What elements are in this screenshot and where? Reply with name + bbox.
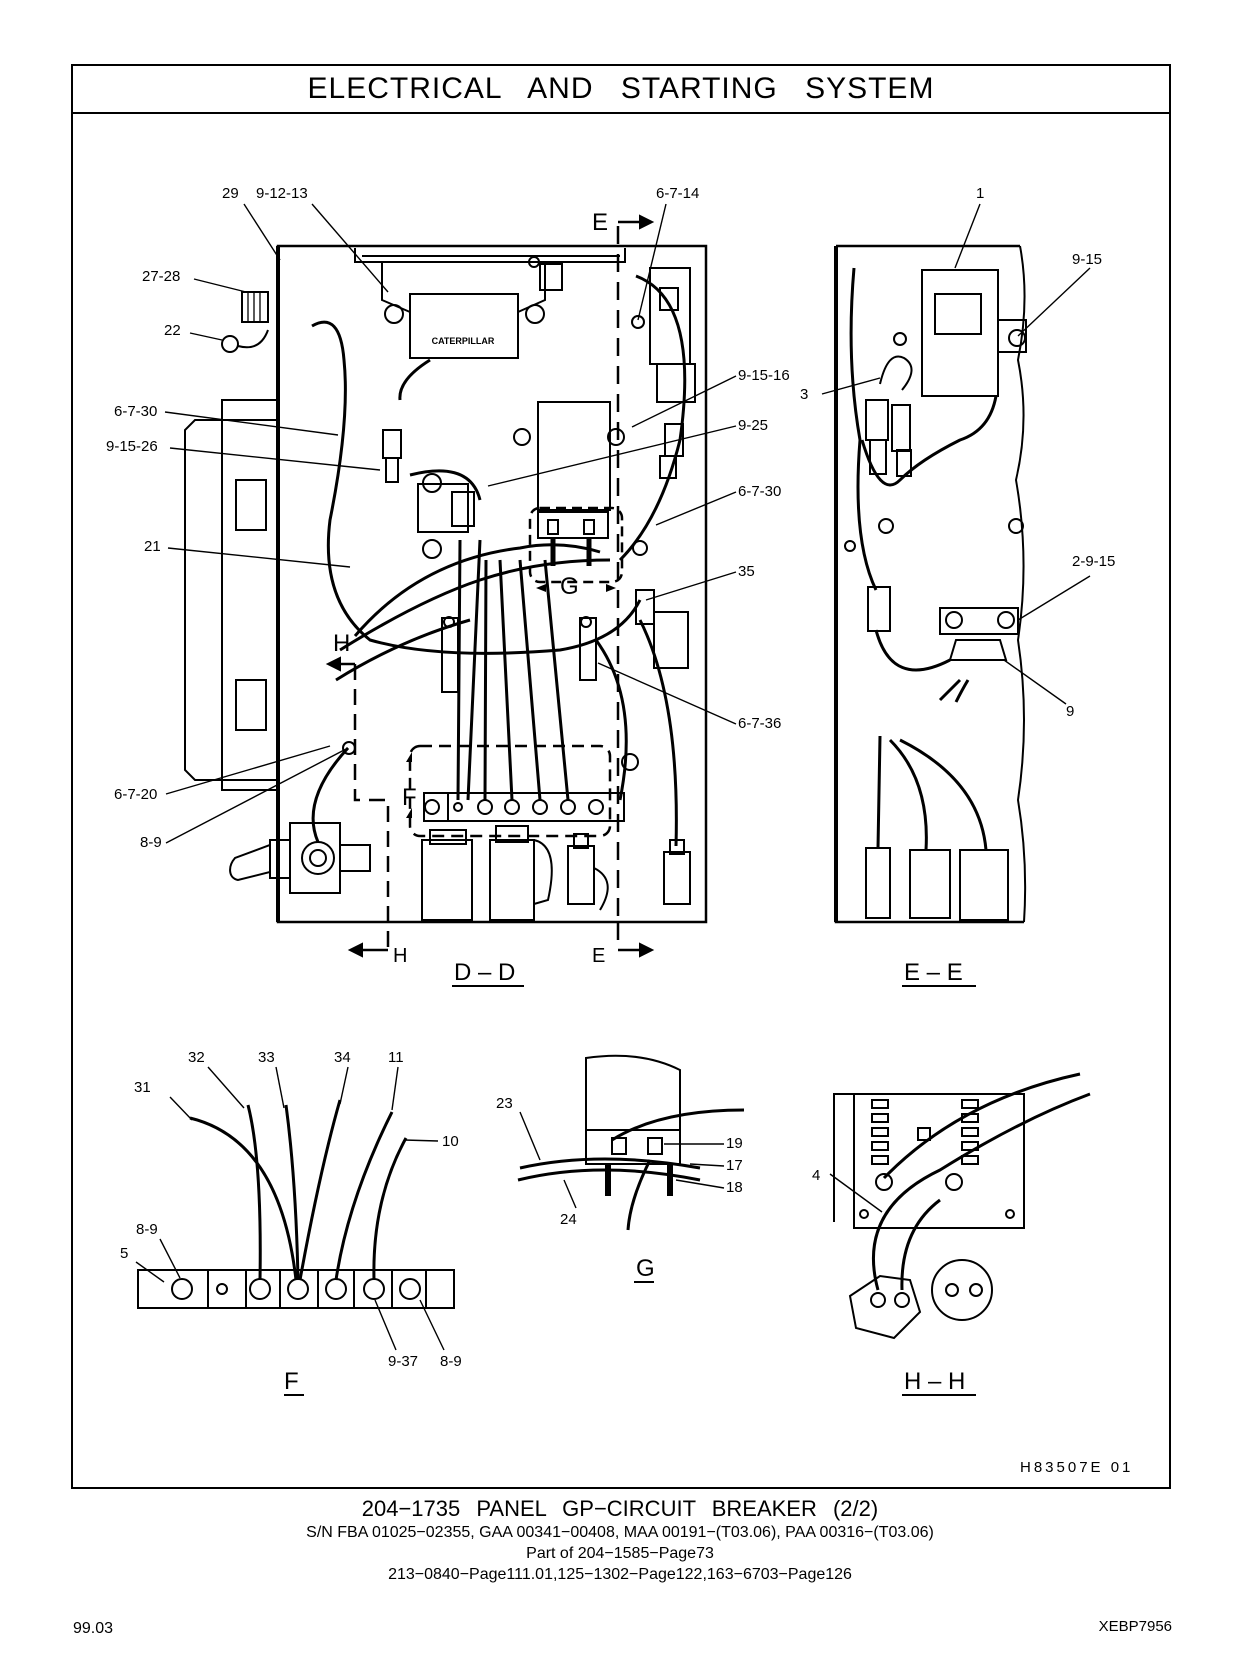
callout: 11 (388, 1049, 404, 1066)
caterpillar-logo: CATERPILLAR (432, 336, 495, 346)
detail-label-g: G (560, 573, 579, 600)
callout: 6-7-20 (114, 786, 157, 803)
callout: 2-9-15 (1072, 553, 1115, 570)
callout: 31 (134, 1079, 151, 1096)
caption-serials: S/N FBA 01025−02355, GAA 00341−00408, MA… (306, 1524, 934, 1541)
callout: 6-7-36 (738, 715, 781, 732)
callout: 21 (144, 538, 161, 555)
callout: 9-37 (388, 1353, 418, 1370)
callout: 9-15-16 (738, 367, 790, 384)
section-label-e-top: E (592, 209, 608, 236)
footer-date: 99.03 (73, 1620, 114, 1637)
view-label-g: G (636, 1255, 655, 1282)
detail-box-f (408, 744, 612, 838)
callout: 9-15 (1072, 251, 1102, 268)
callout: 9-15-26 (106, 438, 158, 455)
detail-label-f: F (402, 784, 417, 811)
callout: 18 (726, 1179, 743, 1196)
callout: 24 (560, 1211, 577, 1228)
caption-main: 204−1735 PANEL GP−CIRCUIT BREAKER (2/2) (361, 1496, 879, 1521)
view-g-relay-detail (517, 1054, 745, 1231)
callout: 9 (1066, 703, 1074, 720)
callout: 35 (738, 563, 755, 580)
view-hh-switch-detail (829, 1072, 1091, 1340)
section-label-e-bottom: E (592, 945, 605, 967)
view-f-terminal-strip (135, 1066, 455, 1351)
callout: 10 (442, 1133, 459, 1150)
callout: 33 (258, 1049, 275, 1066)
callout: 23 (496, 1095, 513, 1112)
caption-refs: 213−0840−Page111.01,125−1302−Page122,163… (388, 1566, 852, 1583)
page-title: ELECTRICAL AND STARTING SYSTEM (73, 66, 1169, 114)
callout: 27-28 (142, 268, 180, 285)
callout: 9-25 (738, 417, 768, 434)
callout: 17 (726, 1157, 743, 1174)
caption-part-of: Part of 204−1585−Page73 (526, 1545, 714, 1562)
callout: 6-7-30 (114, 403, 157, 420)
view-label-ee: E – E (904, 959, 963, 986)
view-ee-panel (821, 203, 1091, 924)
callout: 6-7-30 (738, 483, 781, 500)
section-line-h (325, 656, 390, 958)
section-label-h-mid: H (333, 630, 350, 657)
drawing-frame: ELECTRICAL AND STARTING SYSTEM (71, 64, 1171, 1489)
callout: 6-7-14 (656, 185, 699, 202)
view-label-f: F (284, 1368, 299, 1395)
callout: 8-9 (440, 1353, 462, 1370)
callout: 5 (120, 1245, 128, 1262)
callout: 22 (164, 322, 181, 339)
section-label-h-bottom: H (393, 945, 407, 967)
callout: 3 (800, 386, 808, 403)
view-label-hh: H – H (904, 1368, 965, 1395)
callout: 29 (222, 185, 239, 202)
view-dd-panel: CATERPILLAR (184, 244, 708, 924)
callout: 32 (188, 1049, 205, 1066)
callout: 19 (726, 1135, 743, 1152)
detail-box-g (528, 506, 624, 584)
callout: 4 (812, 1167, 820, 1184)
callout: 9-12-13 (256, 185, 308, 202)
parts-diagram: CATERPILLAR (106, 185, 1133, 1476)
callout: 8-9 (140, 834, 162, 851)
callout: 34 (334, 1049, 351, 1066)
view-label-dd: D – D (454, 959, 515, 986)
footer-doc-code: XEBP7956 (1098, 1618, 1172, 1635)
section-line-e (616, 214, 655, 958)
callout: 8-9 (136, 1221, 158, 1238)
drawing-code: H83507E 01 (1020, 1459, 1133, 1476)
callout: 1 (976, 185, 984, 202)
leader-lines-dd (164, 203, 737, 844)
